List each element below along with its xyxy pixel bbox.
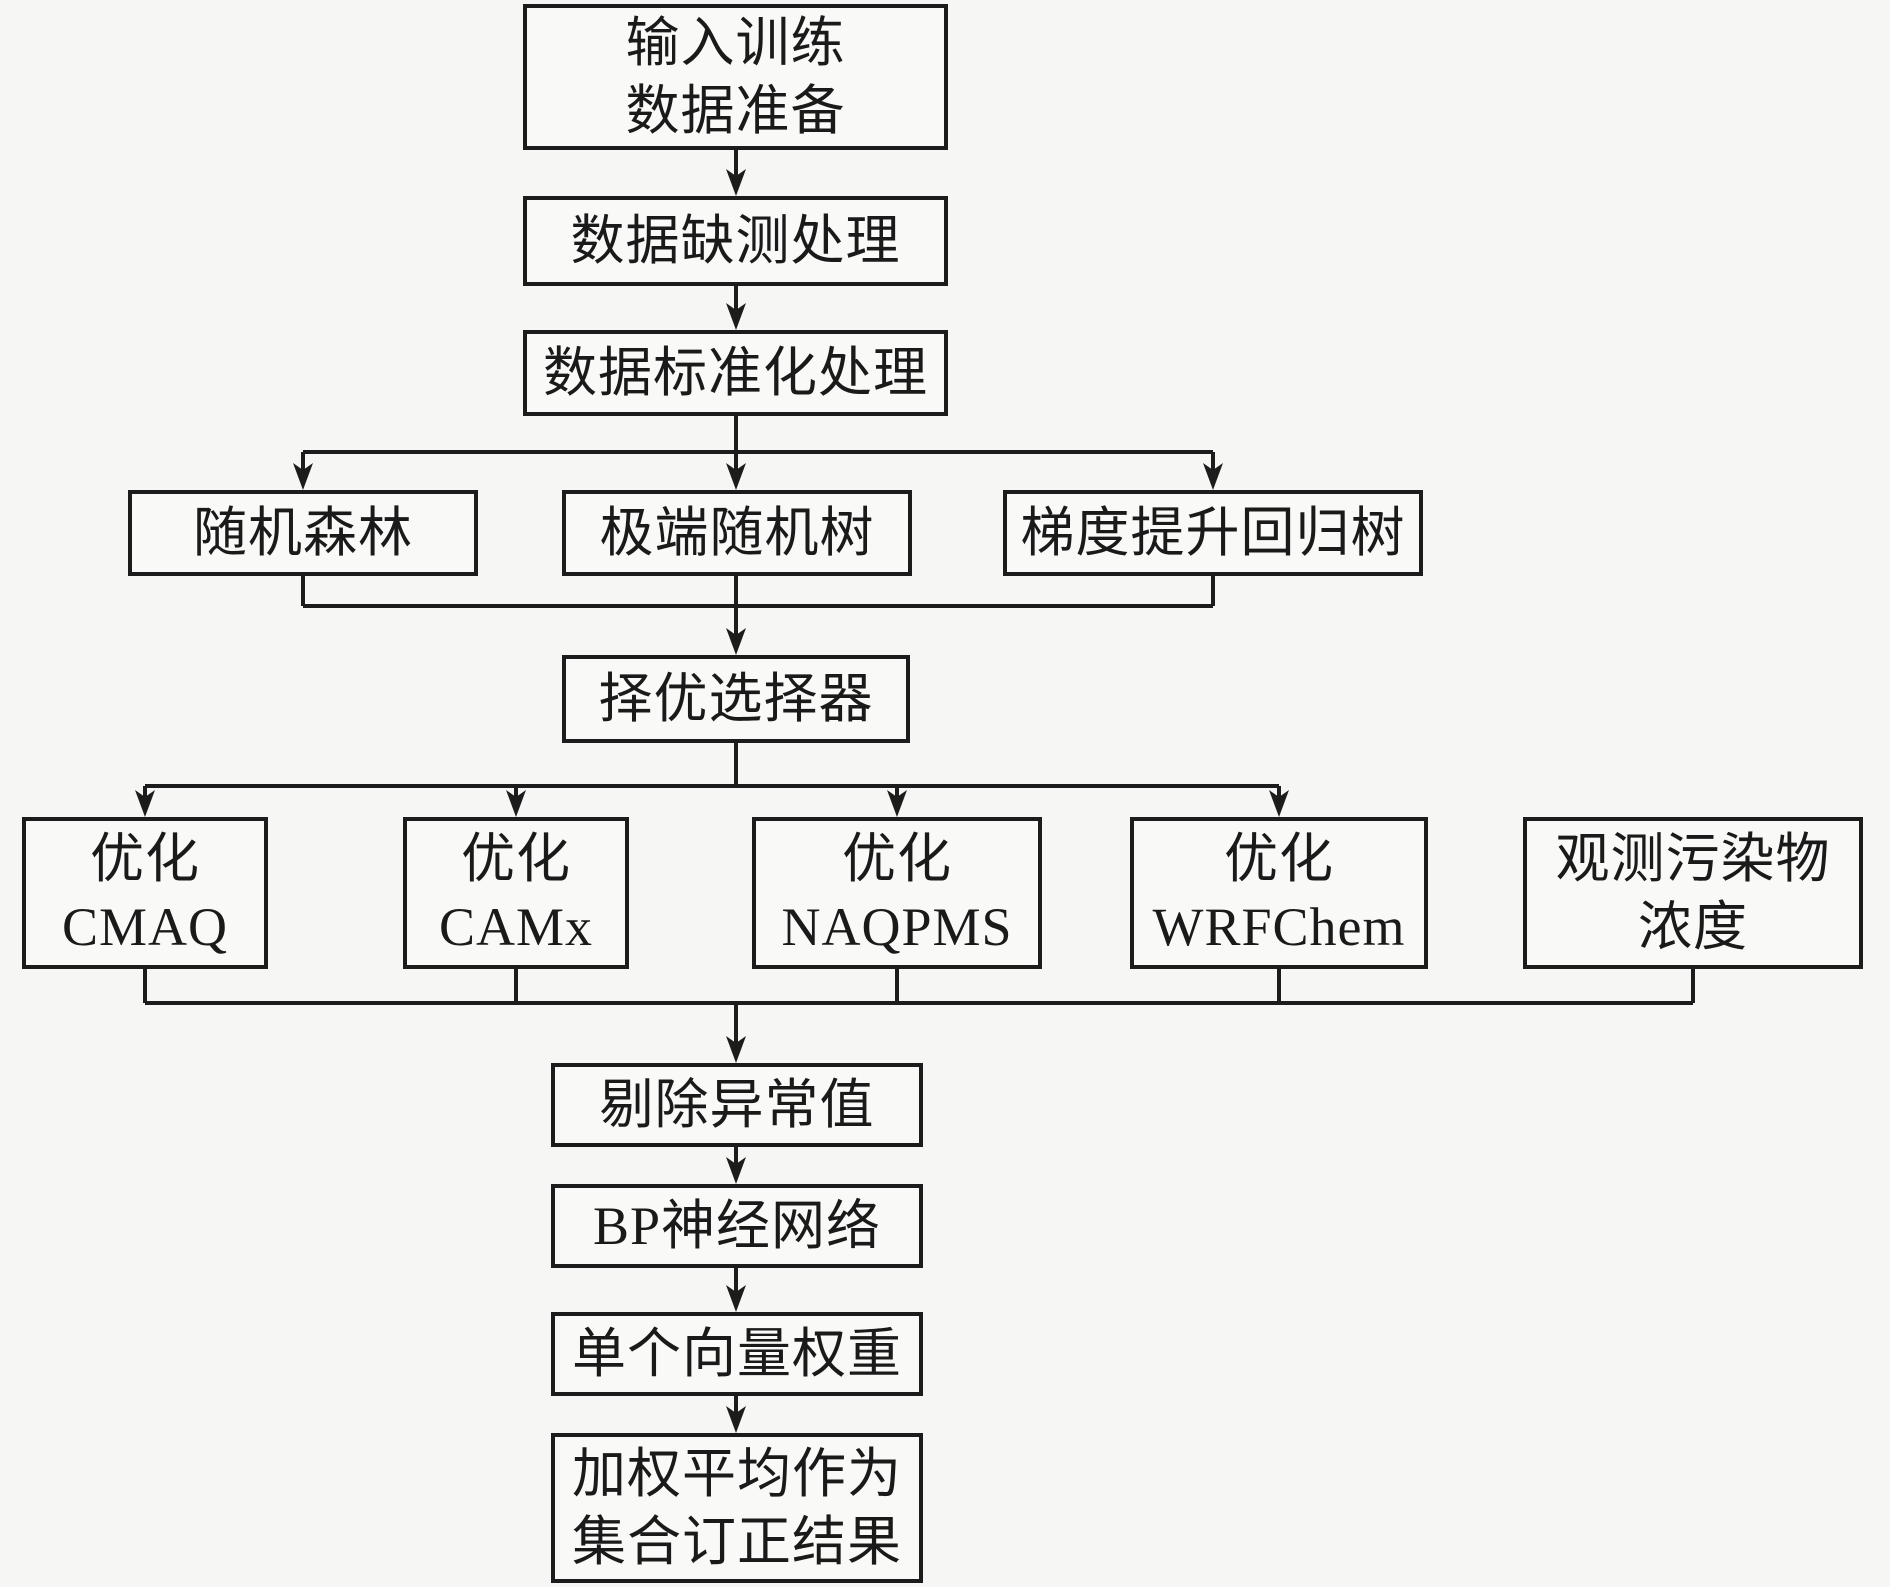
node-optimal-selector: 择优选择器	[562, 655, 910, 743]
node-bp-neural-network: BP神经网络	[551, 1184, 923, 1268]
node-missing-data-handling: 数据缺测处理	[523, 196, 948, 286]
connector-rails	[143, 450, 1695, 1005]
node-data-standardization: 数据标准化处理	[523, 330, 948, 416]
node-observed-pollutant-concentration: 观测污染物 浓度	[1523, 817, 1863, 969]
node-extreme-random-trees: 极端随机树	[562, 490, 912, 576]
node-optimized-naqpms: 优化 NAQPMS	[752, 817, 1042, 969]
node-gradient-boosting-regression-tree: 梯度提升回归树	[1003, 490, 1423, 576]
node-weighted-average-result: 加权平均作为 集合订正结果	[551, 1433, 923, 1583]
node-optimized-camx: 优化 CAMx	[403, 817, 629, 969]
node-individual-vector-weights: 单个向量权重	[551, 1312, 923, 1396]
node-remove-outliers: 剔除异常值	[551, 1063, 923, 1147]
node-input-data-preparation: 输入训练 数据准备	[523, 4, 948, 150]
node-optimized-wrfchem: 优化 WRFChem	[1130, 817, 1428, 969]
node-optimized-cmaq: 优化 CMAQ	[22, 817, 268, 969]
node-random-forest: 随机森林	[128, 490, 478, 576]
connector-arrows	[135, 150, 1289, 1433]
